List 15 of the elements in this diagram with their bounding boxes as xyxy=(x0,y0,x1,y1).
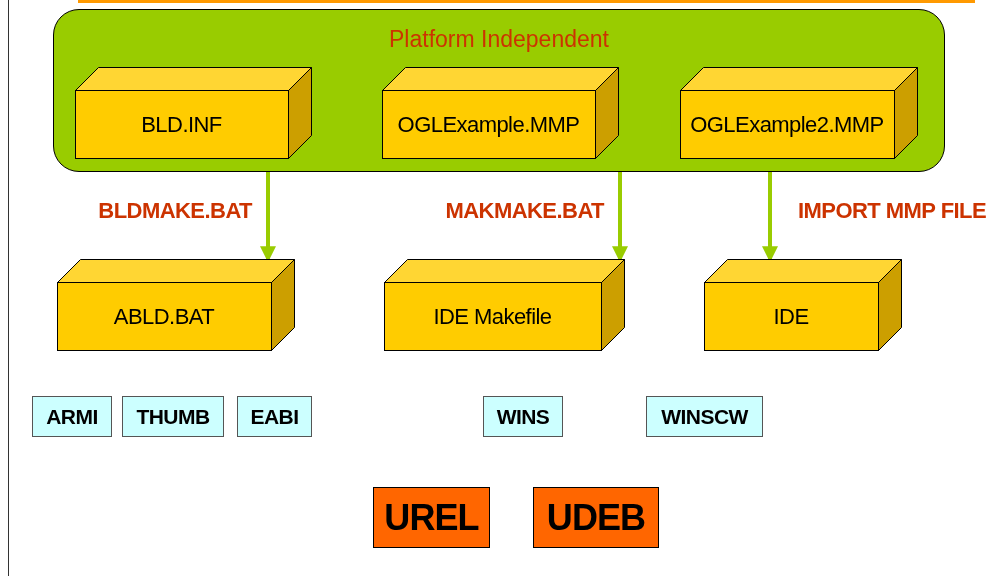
group-title: Platform Independent xyxy=(388,25,610,54)
build-variant-box: UREL xyxy=(373,487,490,548)
group-panel xyxy=(53,9,945,172)
target-tag: WINS xyxy=(483,396,563,437)
box-label: ABLD.BAT xyxy=(113,302,215,331)
target-tag: THUMB xyxy=(122,396,224,437)
target-tag: EABI xyxy=(237,396,312,437)
build-variant-box: UDEB xyxy=(533,487,659,548)
box-label: OGLExample.MMP xyxy=(397,110,580,139)
box-label: BLD.INF xyxy=(141,110,222,139)
target-tag: WINSCW xyxy=(646,396,763,437)
box-label: OGLExample2.MMP xyxy=(690,110,884,139)
box-label: IDE xyxy=(773,302,809,331)
box-label: IDE Makefile xyxy=(433,302,552,331)
target-tag: ARMI xyxy=(32,396,112,437)
